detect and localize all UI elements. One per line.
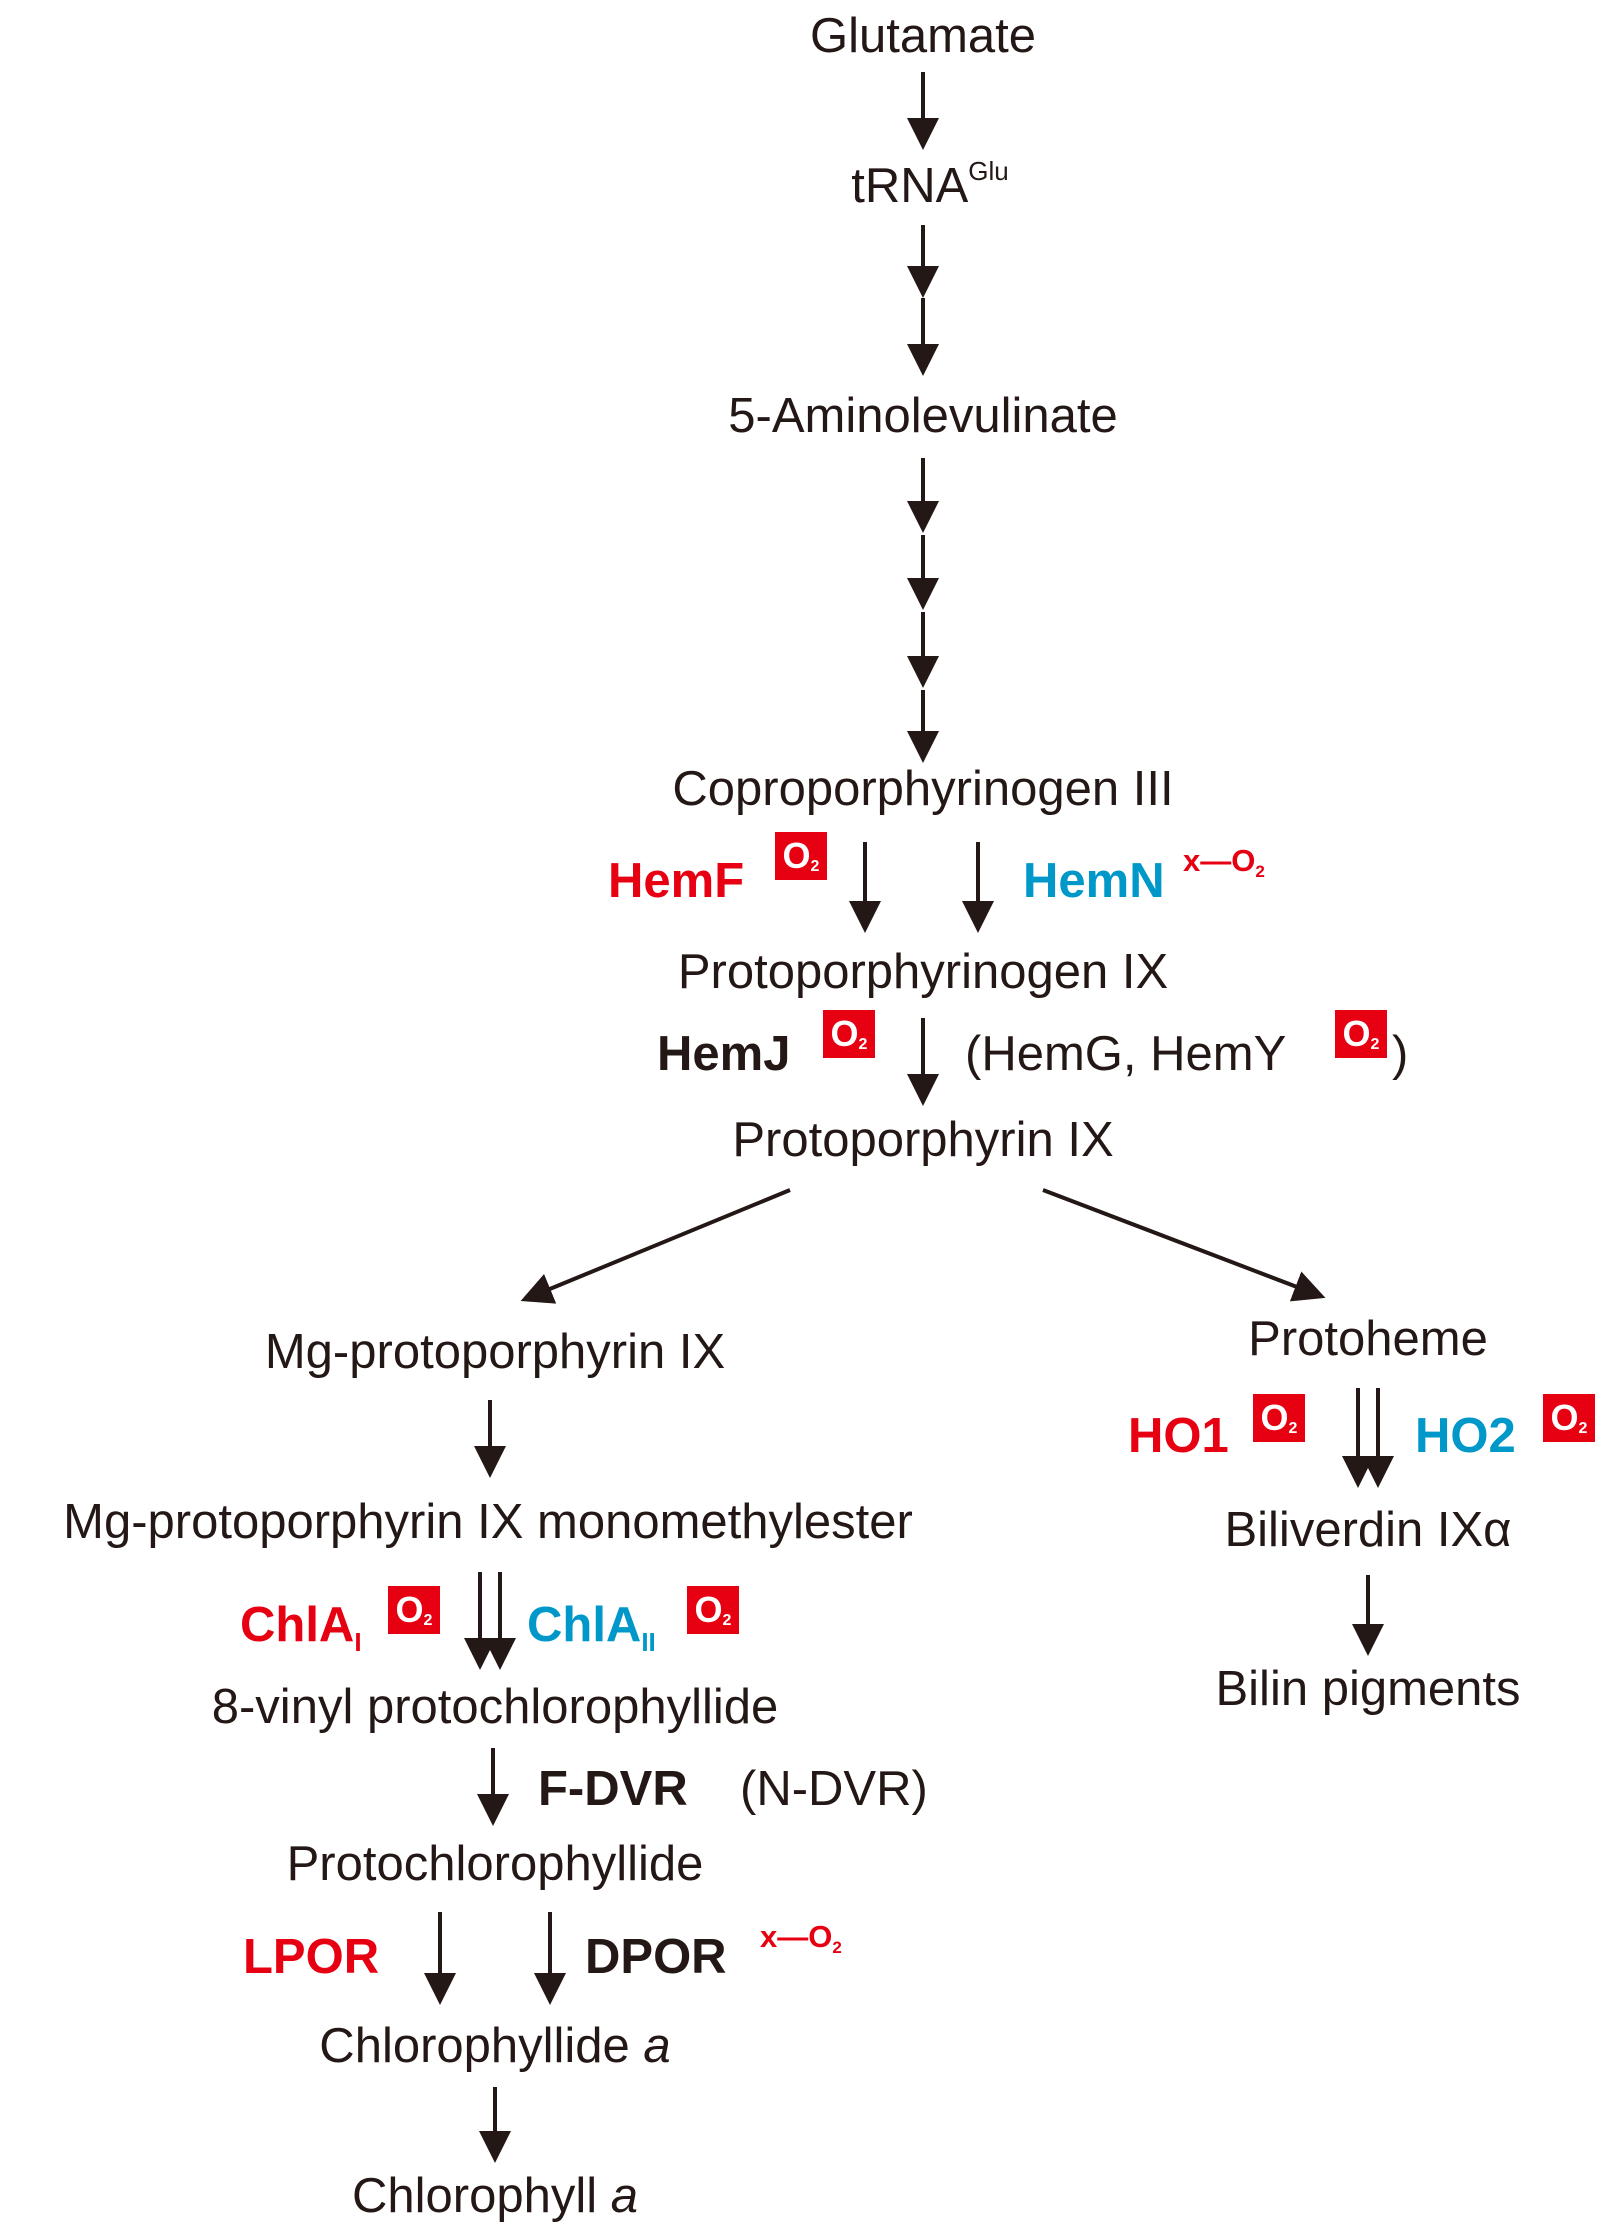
o2-badge-hemj: O2 (823, 1010, 875, 1058)
o2-badge-hemf: O2 (775, 832, 827, 880)
enzyme-lpor: LPOR (243, 1930, 380, 1984)
o2-badge-ho2: O2 (1543, 1394, 1595, 1442)
o2-badge-ho1: O2 (1253, 1394, 1305, 1442)
o2-badge-hemy: O2 (1335, 1010, 1387, 1058)
node-chlorophyll-text: Chlorophyll (352, 2169, 611, 2223)
node-5-aminolevulinate: 5-Aminolevulinate (728, 389, 1118, 443)
enzyme-ho1: HO1 (1128, 1409, 1229, 1463)
enzyme-hemn: HemN (1023, 854, 1165, 908)
enzyme-chla-ii: ChlAII (527, 1598, 656, 1657)
node-trna-superscript: Glu (968, 156, 1009, 186)
node-protochlorophyllide: Protochlorophyllide (286, 1837, 704, 1891)
arrow-branch-mg (520, 1188, 791, 1304)
node-trna: tRNAGlu (851, 158, 1009, 211)
node-chlorophyllide-a: Chlorophyllide a (319, 2022, 670, 2071)
anaerobic-marker-hemn: x—O2 (1183, 843, 1265, 881)
node-biliverdin: Biliverdin IXα (1224, 1503, 1512, 1557)
node-protoheme: Protoheme (1248, 1312, 1488, 1366)
enzyme-dpor: DPOR (585, 1930, 727, 1984)
node-protoporphyrinogen: Protoporphyrinogen IX (677, 945, 1169, 999)
node-mg-protoporphyrin-monomethylester: Mg-protoporphyrin IX monomethylester (63, 1495, 913, 1549)
node-chlorophyllide-text: Chlorophyllide (319, 2019, 644, 2073)
enzyme-chla-ii-subscript: II (641, 1627, 656, 1657)
enzyme-chla-i-text: ChlA (240, 1598, 355, 1652)
node-glutamate: Glutamate (809, 9, 1037, 63)
arrow-branch-heme (1042, 1188, 1326, 1302)
enzyme-chla-i-subscript: I (354, 1627, 362, 1657)
o2-badge-chla-i: O2 (388, 1586, 440, 1634)
node-coproporphyrinogen: Coproporphyrinogen III (672, 762, 1174, 816)
enzyme-chla-i: ChlAI (240, 1598, 362, 1657)
enzyme-n-dvr: (N-DVR) (740, 1762, 928, 1816)
enzyme-hemf: HemF (608, 854, 745, 908)
node-chlorophyllide-italic: a (643, 2019, 671, 2073)
enzyme-ho2: HO2 (1415, 1409, 1516, 1463)
node-trna-text: tRNA (851, 159, 969, 213)
node-chlorophyll-a: Chlorophyll a (352, 2172, 638, 2221)
node-8-vinyl-protochlorophyllide: 8-vinyl protochlorophyllide (211, 1680, 779, 1734)
node-mg-protoporphyrin: Mg-protoporphyrin IX (264, 1325, 726, 1379)
paren-close: ) (1392, 1027, 1409, 1081)
enzyme-chla-ii-text: ChlA (527, 1598, 642, 1652)
anaerobic-marker-dpor: x—O2 (760, 1919, 842, 1957)
node-bilin-pigments: Bilin pigments (1215, 1662, 1521, 1716)
node-chlorophyll-italic: a (610, 2169, 638, 2223)
enzyme-f-dvr: F-DVR (538, 1762, 688, 1816)
enzyme-hemj: HemJ (657, 1027, 791, 1081)
enzyme-hemg-hemy: (HemG, HemY (965, 1027, 1287, 1081)
node-protoporphyrin: Protoporphyrin IX (732, 1113, 1114, 1167)
o2-badge-chla-ii: O2 (687, 1586, 739, 1634)
